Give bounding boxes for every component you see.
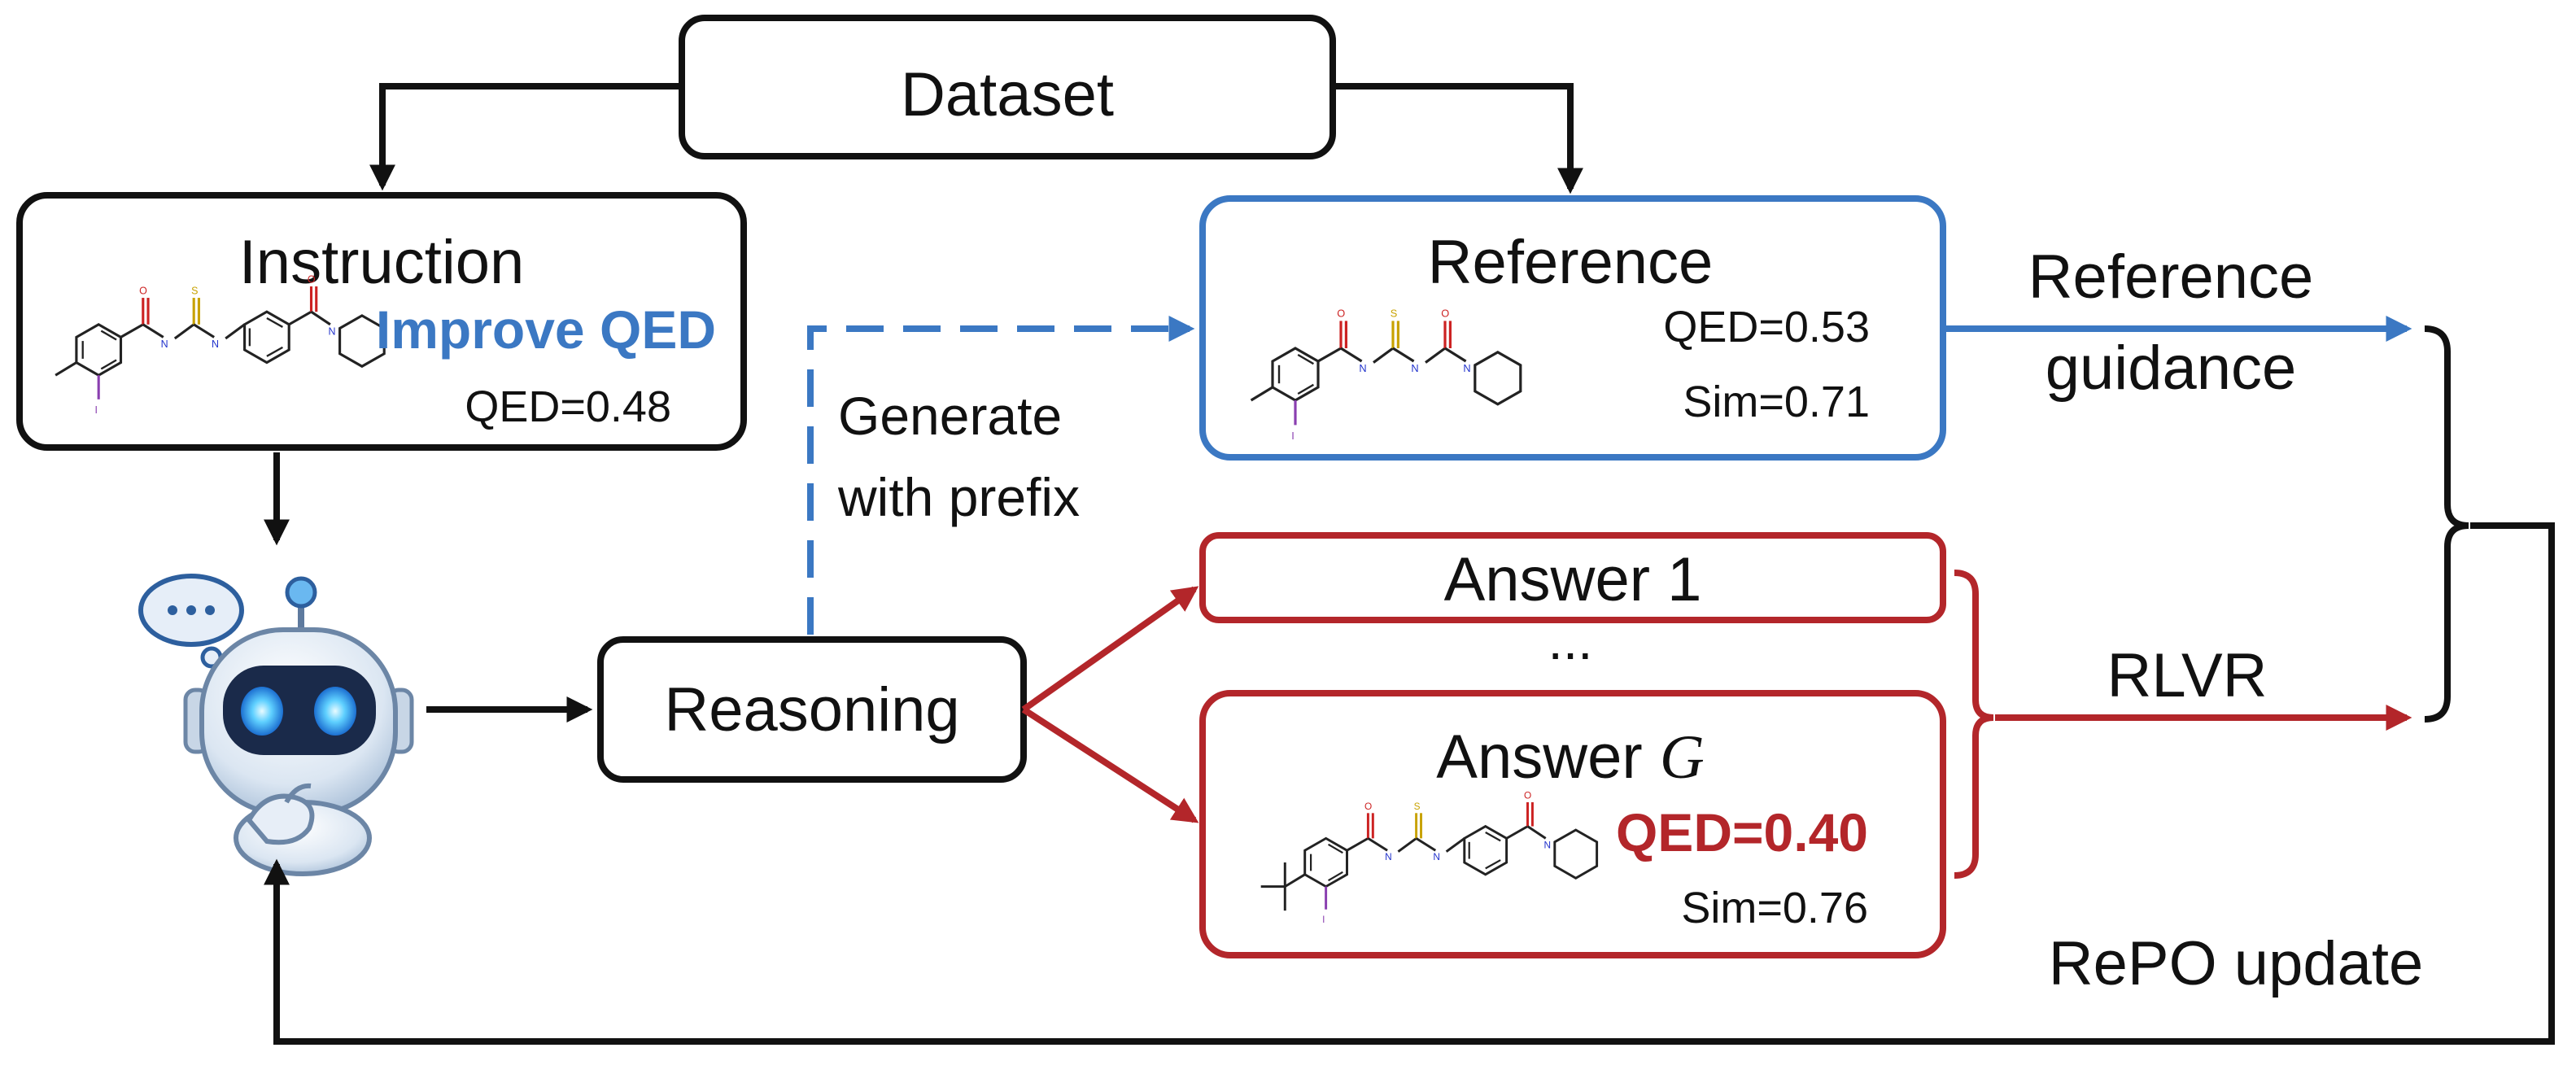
answer-g-sim: Sim=0.76 xyxy=(1681,884,1868,932)
reference-guidance-line2: guidance xyxy=(2046,334,2297,403)
answer-g-prefix: Answer xyxy=(1436,723,1660,792)
answer-g-var: G xyxy=(1660,723,1705,792)
reasoning-label: Reasoning xyxy=(664,675,959,744)
arrow-dataset-to-instruction xyxy=(369,83,682,191)
generate-label-line2: with prefix xyxy=(837,467,1080,527)
arrow-reasoning-to-answer-1 xyxy=(1021,586,1199,713)
answers-ellipsis: ... xyxy=(1548,610,1592,670)
rlvr-label: RLVR xyxy=(2107,641,2267,710)
instruction-title: Instruction xyxy=(239,228,525,297)
robot-thinking-icon xyxy=(138,574,414,876)
answer-g-box xyxy=(1199,690,1946,958)
instruction-task: Improve QED xyxy=(376,299,716,360)
dataset-label: Dataset xyxy=(901,60,1114,129)
arrow-reasoning-to-answer-g xyxy=(1021,706,1199,823)
answer-g-qed: QED=0.40 xyxy=(1616,802,1868,862)
molecule-icon-answer-g xyxy=(1260,788,1599,927)
answers-bracket xyxy=(1954,570,1994,879)
instruction-qed: QED=0.48 xyxy=(465,382,671,431)
generate-label-line1: Generate xyxy=(838,386,1062,446)
merge-bracket xyxy=(2424,325,2469,723)
answer-1-box xyxy=(1199,532,1946,623)
reference-sim: Sim=0.71 xyxy=(1683,378,1870,426)
instruction-box xyxy=(16,192,747,451)
answer-1-label: Answer 1 xyxy=(1444,545,1702,614)
arrow-repo-update-loop xyxy=(264,522,2555,1045)
arrow-dataset-to-reference xyxy=(1333,83,1583,194)
arrow-reasoning-to-reference xyxy=(807,316,1195,635)
repo-update-label: RePO update xyxy=(2049,929,2424,998)
reference-qed: QED=0.53 xyxy=(1663,303,1870,351)
reference-title: Reference xyxy=(1428,228,1714,297)
answer-g-title: Answer G xyxy=(1436,723,1704,792)
reference-guidance-line1: Reference xyxy=(2028,242,2314,312)
